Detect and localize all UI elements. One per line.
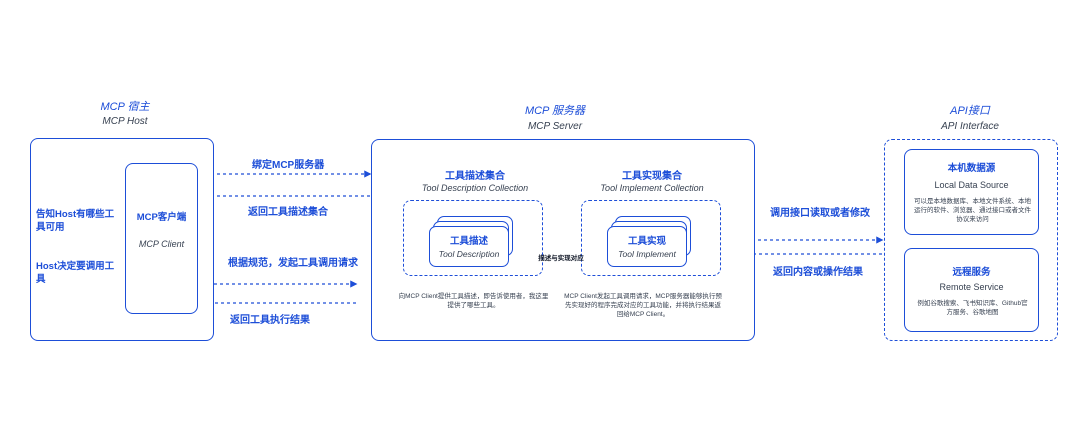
impl-card-subtitle: Tool Implement [618,249,676,259]
local-source-subtitle: Local Data Source [934,180,1009,190]
remote-service-subtitle: Remote Service [939,282,1004,292]
impl-collection-box [581,200,721,276]
label-inform-host: 告知Host有哪些工具可用 [36,209,115,233]
label-return-desc: 返回工具描述集合 [248,207,328,218]
label-bind-server: 绑定MCP服务器 [252,160,325,171]
desc-collection-title: 工具描述集合 [445,171,505,182]
impl-card-title: 工具实现 [627,236,666,247]
local-source-note: 可以是本地数据库、本地文件系统、本地运行的软件、浏览器、通过接口或者文件协议来访… [914,198,1031,223]
remote-service-title: 远程服务 [952,267,991,278]
server-subtitle: MCP Server [527,121,583,132]
mapping-label: 描述与实现对应 [538,255,584,262]
label-return-result: 返回工具执行结果 [230,315,310,326]
desc-collection-subtitle: Tool Description Collection [421,183,529,193]
label-invoke-tool: 根据规范，发起工具调用请求 [228,258,358,269]
desc-card: 工具描述 Tool Description [429,226,509,267]
impl-card: 工具实现 Tool Implement [607,226,687,267]
impl-collection-title: 工具实现集合 [622,171,682,182]
desc-card-subtitle: Tool Description [438,249,500,259]
mcp-client-box: MCP客户端 MCP Client [125,163,198,314]
server-container [371,139,755,341]
label-call-api: 调用接口读取或者修改 [770,208,870,219]
desc-card-title: 工具描述 [449,236,488,247]
impl-note: MCP Client发起工具调用请求，MCP服务器能够执行预先实现好的程序完成对… [564,293,722,318]
impl-collection-subtitle: Tool Implement Collection [600,183,704,193]
remote-service-box: 远程服务 Remote Service 例如谷歌搜索、飞书知识库、Github官… [904,248,1039,332]
server-title: MCP 服务器 [524,105,586,117]
local-source-title: 本机数据源 [947,163,996,174]
client-subtitle: MCP Client [138,239,185,249]
local-source-box: 本机数据源 Local Data Source 可以是本地数据库、本地文件系统、… [904,149,1039,235]
desc-collection-box [403,200,543,276]
label-return-content: 返回内容或操作结果 [773,267,863,278]
host-subtitle: MCP Host [102,116,148,127]
api-title: API接口 [950,105,990,117]
remote-service-note: 例如谷歌搜索、飞书知识库、Github官方服务、谷歌地图 [917,300,1028,316]
label-host-decide: Host决定要调用工具 [36,261,115,285]
api-subtitle: API Interface [941,121,999,132]
desc-note: 向MCP Client提供工具描述，即告诉使用者，我这里提供了哪些工具。 [398,293,549,309]
client-title: MCP客户端 [136,212,187,223]
host-title: MCP 宿主 [100,101,150,113]
api-container [884,139,1058,341]
